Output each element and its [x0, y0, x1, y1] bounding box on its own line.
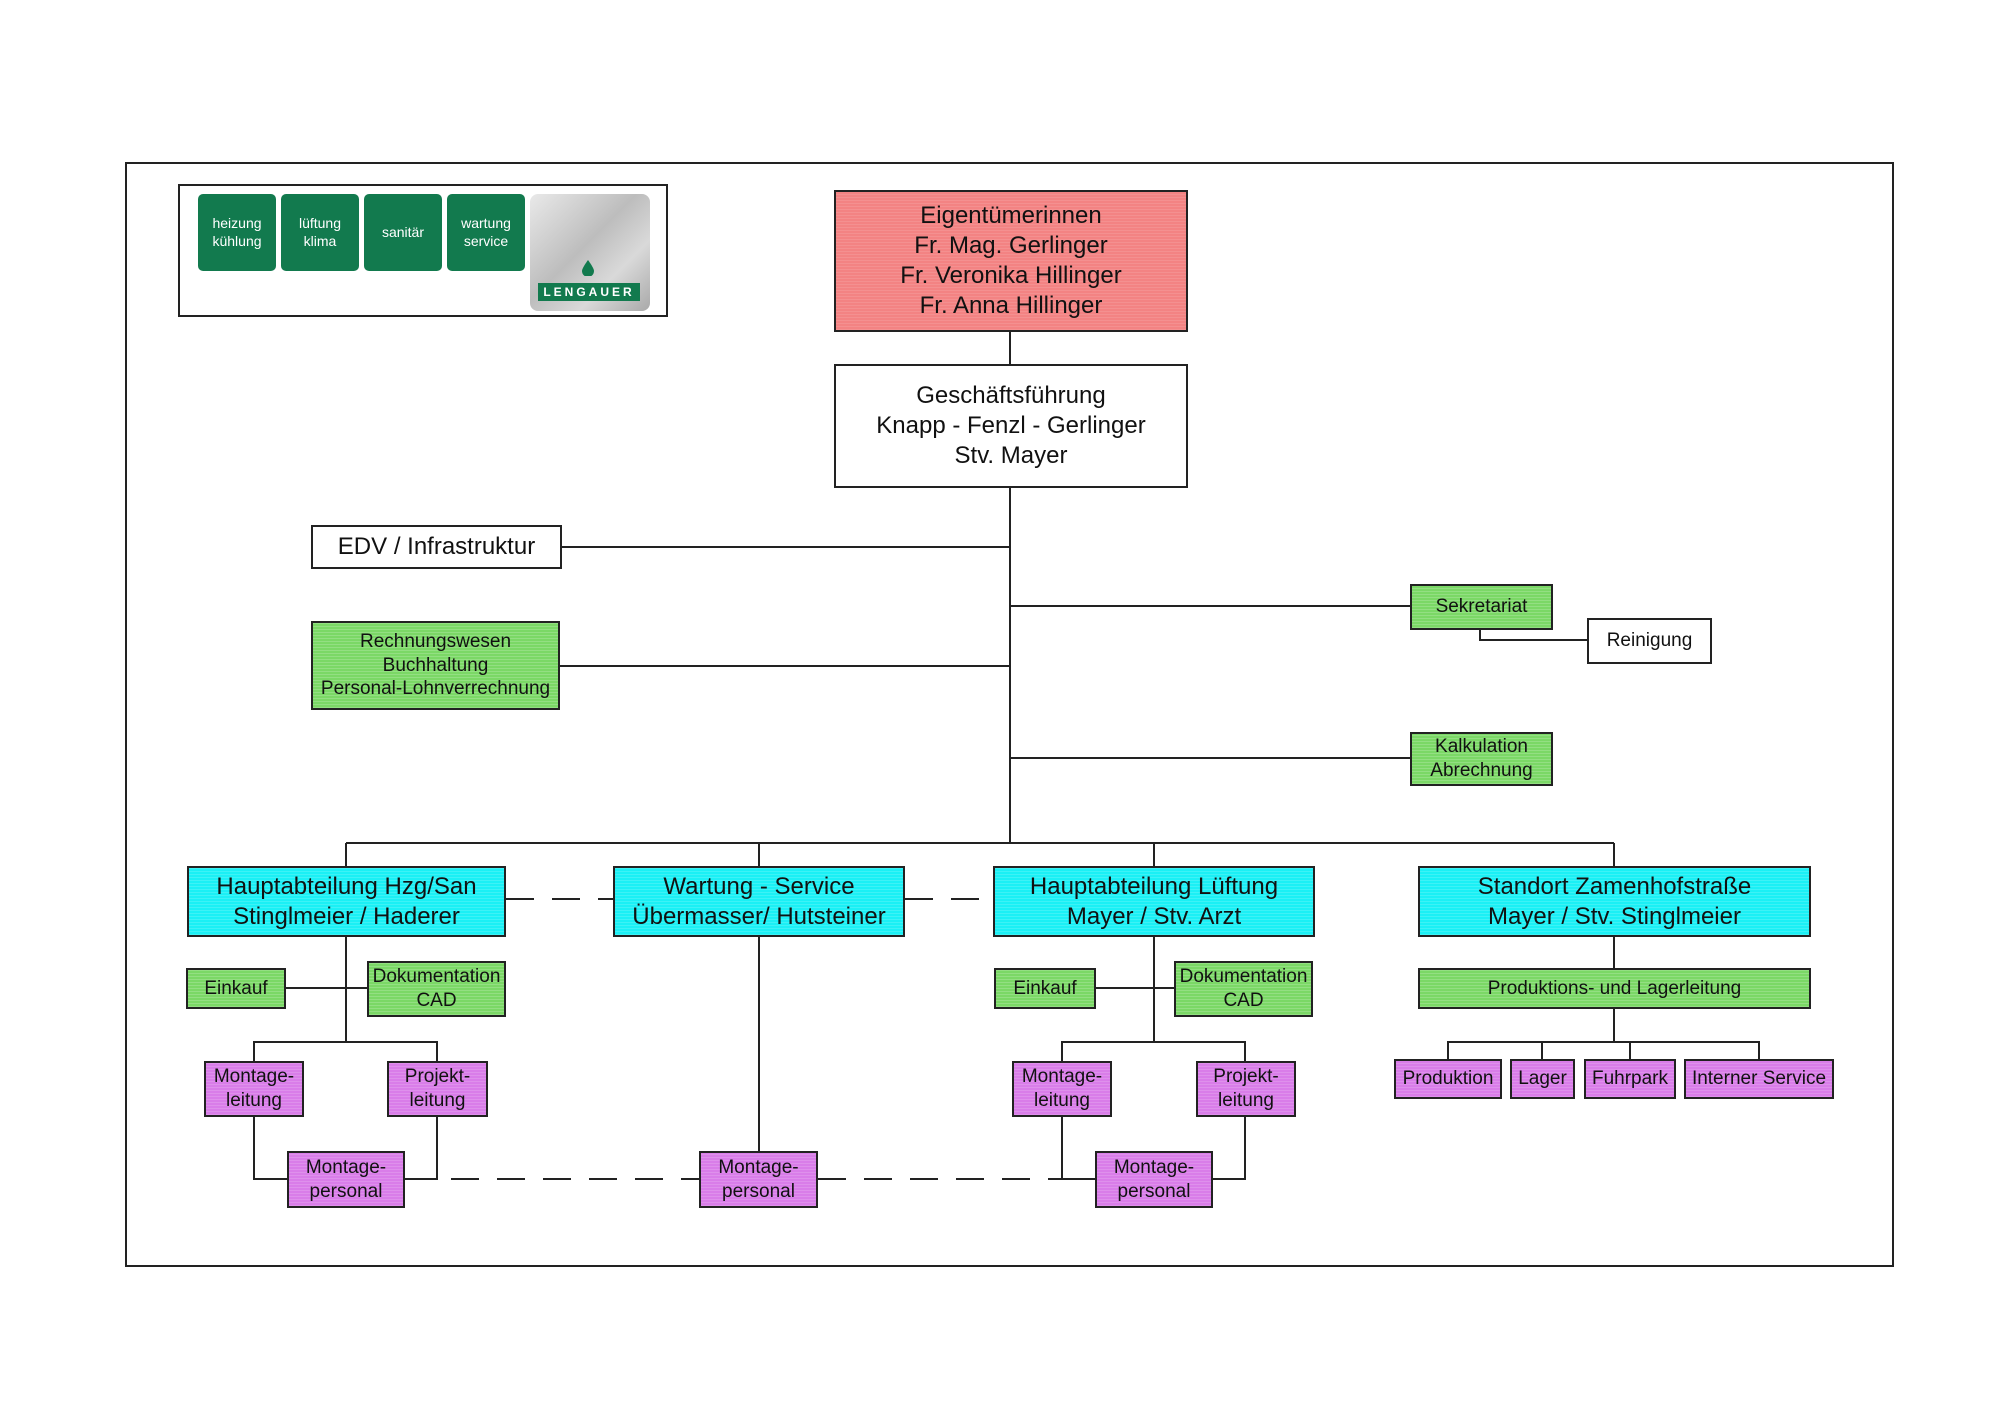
- hzg-purchase-box: Einkauf: [186, 968, 286, 1009]
- management-members: Knapp - Fenzl - Gerlinger: [876, 412, 1146, 439]
- department-service: Wartung - Service Übermasser/ Hutsteiner: [613, 866, 905, 937]
- owner-name: Fr. Anna Hillinger: [919, 292, 1103, 319]
- connector-cleaning: [1479, 629, 1587, 641]
- department-site: Standort Zamenhofstraße Mayer / Stv. Sti…: [1418, 866, 1811, 937]
- connector-ventilation-leads: [1061, 1041, 1246, 1061]
- owner-name: Fr. Veronika Hillinger: [900, 262, 1122, 289]
- ventilation-project-lead-box: Projekt- leitung: [1196, 1061, 1296, 1117]
- hzg-documentation-box: Dokumentation CAD: [367, 961, 506, 1017]
- connector-hzg-assembly-lead-staff: [253, 1117, 287, 1180]
- site-unit-production: Produktion: [1394, 1059, 1502, 1099]
- diagram-frame: [125, 162, 1894, 1267]
- logo-tile-sanitary: sanitär: [364, 194, 442, 271]
- site-unit-internal-service: Interner Service: [1684, 1059, 1834, 1099]
- department-ventilation: Hauptabteilung Lüftung Mayer / Stv. Arzt: [993, 866, 1315, 937]
- calculation-box: Kalkulation Abrechnung: [1410, 732, 1553, 786]
- logo-brand-mark: LENGAUER: [530, 194, 650, 311]
- connector-hzg-leads: [253, 1041, 438, 1061]
- ventilation-documentation-box: Dokumentation CAD: [1174, 961, 1313, 1017]
- hzg-project-lead-box: Projekt- leitung: [387, 1061, 488, 1117]
- hzg-assembly-staff-box: Montage- personal: [287, 1151, 405, 1208]
- service-assembly-staff-box: Montage- personal: [699, 1151, 818, 1208]
- ventilation-purchase-box: Einkauf: [994, 968, 1096, 1009]
- ventilation-assembly-lead-box: Montage- leitung: [1012, 1061, 1112, 1117]
- site-unit-fleet: Fuhrpark: [1584, 1059, 1676, 1099]
- edv-box: EDV / Infrastruktur: [311, 525, 562, 569]
- site-production-lead-box: Produktions- und Lagerleitung: [1418, 968, 1811, 1009]
- secretariat-box: Sekretariat: [1410, 584, 1553, 630]
- owners-box: Eigentümerinnen Fr. Mag. Gerlinger Fr. V…: [834, 190, 1188, 332]
- connector-hzg-project-lead-staff: [405, 1117, 438, 1180]
- hzg-assembly-lead-box: Montage- leitung: [204, 1061, 304, 1117]
- management-title: Geschäftsführung: [916, 382, 1106, 409]
- owner-name: Fr. Mag. Gerlinger: [914, 232, 1108, 259]
- ventilation-assembly-staff-box: Montage- personal: [1095, 1151, 1213, 1208]
- connector-ventilation-assembly-lead-staff: [1061, 1117, 1095, 1180]
- site-unit-storage: Lager: [1510, 1059, 1575, 1099]
- connector-ventilation-project-lead-staff: [1213, 1117, 1246, 1180]
- cleaning-box: Reinigung: [1587, 618, 1712, 664]
- management-deputy: Stv. Mayer: [954, 442, 1068, 469]
- owners-title: Eigentümerinnen: [920, 202, 1102, 229]
- water-drop-icon: [582, 260, 594, 276]
- management-box: Geschäftsführung Knapp - Fenzl - Gerling…: [834, 364, 1188, 488]
- logo-wordmark: LENGAUER: [538, 283, 640, 301]
- accounting-box: Rechnungswesen Buchhaltung Personal-Lohn…: [311, 621, 560, 710]
- department-hzg-san: Hauptabteilung Hzg/San Stinglmeier / Had…: [187, 866, 506, 937]
- connector-site-units-bus: [1447, 1041, 1760, 1059]
